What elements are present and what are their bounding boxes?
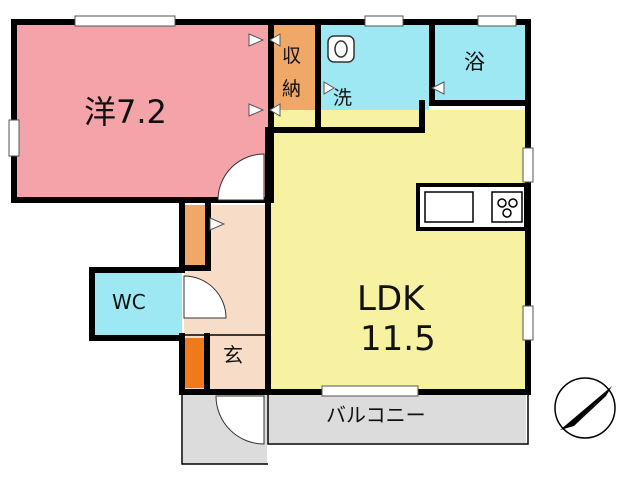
bathroom [435,24,527,102]
stove-burner [497,198,507,208]
balcony-outline [267,395,529,445]
hall-tri [209,217,226,231]
stove-burner [502,208,512,218]
window-ldk-right1 [522,147,534,183]
balcony-label: バルコニー [326,403,426,427]
hall-storage [184,205,208,267]
storage-label-2: 納 [282,78,302,100]
western-room-label: 洋7.2 [84,93,167,131]
door-wc [183,275,227,319]
ldk-top-fill [268,130,428,150]
window-western-left [8,119,20,157]
bath-tri [430,81,445,95]
wall-wc [89,267,185,341]
wc-room [92,270,182,336]
window-ldk-right2 [522,305,534,341]
ldk-room [268,110,526,390]
wash-tri [323,81,335,95]
window-balcony [321,385,419,397]
ldk-label-2: 11.5 [360,319,436,359]
window-bath-top [477,15,517,27]
entrance-storage [185,338,205,388]
window-western-top [74,15,176,27]
closet-tri-2 [248,103,265,117]
storage-label-1: 収 [282,45,302,67]
ldk-label-1: LDK [357,279,425,319]
stove-burner [508,198,518,208]
window-wash-top [364,15,404,27]
compass-icon [554,377,616,439]
bath-label: 浴 [464,50,485,74]
sink-icon [424,191,474,223]
closet-tri-4 [269,103,281,117]
washroom-label: 洗 [333,87,353,109]
door-western [217,153,265,201]
washbasin-icon [327,35,355,63]
door-entrance [215,395,265,445]
wc-label: WC [112,290,146,314]
entrance-label: 玄 [223,343,243,367]
closet-tri-1 [248,33,265,47]
closet-tri-3 [269,33,281,47]
balcony [268,391,526,443]
porch-outline [181,395,268,465]
